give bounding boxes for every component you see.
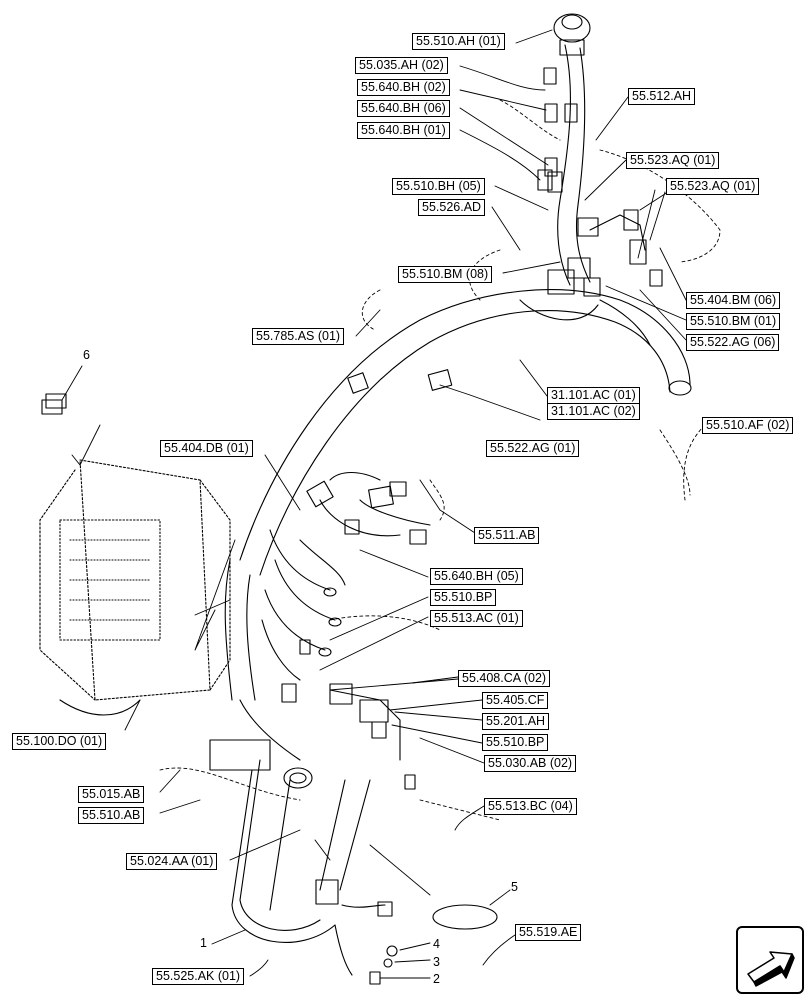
ref-label-55-640-bh-06[interactable]: 55.640.BH (06) [357, 100, 450, 117]
arrow-glyph [747, 951, 795, 987]
ref-label-55-024-aa-01[interactable]: 55.024.AA (01) [126, 853, 218, 870]
callout-number-3: 3 [433, 955, 440, 969]
ref-label-55-640-bh-01[interactable]: 55.640.BH (01) [357, 122, 450, 139]
ref-label-55-408-ca-02[interactable]: 55.408.CA (02) [458, 670, 551, 687]
ref-label-55-511-ab[interactable]: 55.511.AB [474, 527, 540, 544]
ref-label-31-101-ac-02[interactable]: 31.101.AC (02) [548, 404, 639, 419]
callout-number-2: 2 [433, 972, 440, 986]
ref-label-55-510-ab[interactable]: 55.510.AB [78, 807, 145, 824]
ref-label-31-101-ac-01[interactable]: 31.101.AC (01) [548, 388, 639, 404]
ref-label-55-523-aq-01-a[interactable]: 55.523.AQ (01) [626, 152, 720, 169]
ref-label-55-035-ah-02[interactable]: 55.035.AH (02) [355, 57, 448, 74]
hanging-wires [261, 529, 346, 703]
top-branch [519, 13, 663, 346]
next-page-arrow-icon[interactable] [736, 926, 804, 994]
ref-label-55-513-ac-01[interactable]: 55.513.AC (01) [430, 610, 523, 627]
ref-label-55-522-ag-01[interactable]: 55.522.AG (01) [486, 440, 580, 457]
ref-label-55-405-cf[interactable]: 55.405.CF [482, 692, 549, 709]
ref-label-55-201-ah[interactable]: 55.201.AH [482, 713, 550, 730]
ref-label-55-785-as-01[interactable]: 55.785.AS (01) [252, 328, 345, 345]
ref-label-55-030-ab-02[interactable]: 55.030.AB (02) [484, 755, 577, 772]
ref-label-55-522-ag-06[interactable]: 55.522.AG (06) [686, 334, 780, 351]
ref-label-55-404-bm-06[interactable]: 55.404.BM (06) [686, 292, 781, 309]
ref-label-55-512-ah[interactable]: 55.512.AH [628, 88, 696, 105]
upper-harness-arch [224, 289, 692, 701]
ref-label-55-510-af-02[interactable]: 55.510.AF (02) [702, 417, 794, 434]
callout-number-1: 1 [200, 936, 207, 950]
ref-label-55-510-bp-a[interactable]: 55.510.BP [430, 589, 497, 606]
ref-label-55-513-bc-04[interactable]: 55.513.BC (04) [484, 798, 577, 815]
ref-label-55-510-bh-05[interactable]: 55.510.BH (05) [392, 178, 485, 195]
ref-label-55-526-ad[interactable]: 55.526.AD [418, 199, 486, 216]
fuse-relay-module [39, 393, 231, 716]
ref-label-55-404-db-01[interactable]: 55.404.DB (01) [160, 440, 253, 457]
lower-harness [209, 683, 498, 985]
ref-label-55-519-ae[interactable]: 55.519.AE [515, 924, 582, 941]
ref-label-55-510-ah-01[interactable]: 55.510.AH (01) [412, 33, 505, 50]
ref-label-55-640-bh-02[interactable]: 55.640.BH (02) [357, 79, 450, 96]
ref-label-55-100-do-01[interactable]: 55.100.DO (01) [12, 733, 107, 750]
callout-number-4: 4 [433, 937, 440, 951]
arch-connectors [306, 369, 453, 545]
ref-label-55-015-ab[interactable]: 55.015.AB [78, 786, 145, 803]
ref-label-55-510-bm-01[interactable]: 55.510.BM (01) [686, 313, 781, 330]
ref-label-55-510-bm-08[interactable]: 55.510.BM (08) [398, 266, 493, 283]
callout-number-5: 5 [511, 880, 518, 894]
ref-label-55-510-bp-b[interactable]: 55.510.BP [482, 734, 549, 751]
ref-label-55-640-bh-05[interactable]: 55.640.BH (05) [430, 568, 523, 585]
ref-label-55-523-aq-01-b[interactable]: 55.523.AQ (01) [666, 178, 760, 195]
leader-lines [61, 29, 706, 979]
callout-number-6: 6 [83, 348, 90, 362]
ref-label-55-525-ak-01[interactable]: 55.525.AK (01) [152, 968, 245, 985]
ref-label-stack-31-101-ac: 31.101.AC (01) 31.101.AC (02) [547, 387, 640, 420]
